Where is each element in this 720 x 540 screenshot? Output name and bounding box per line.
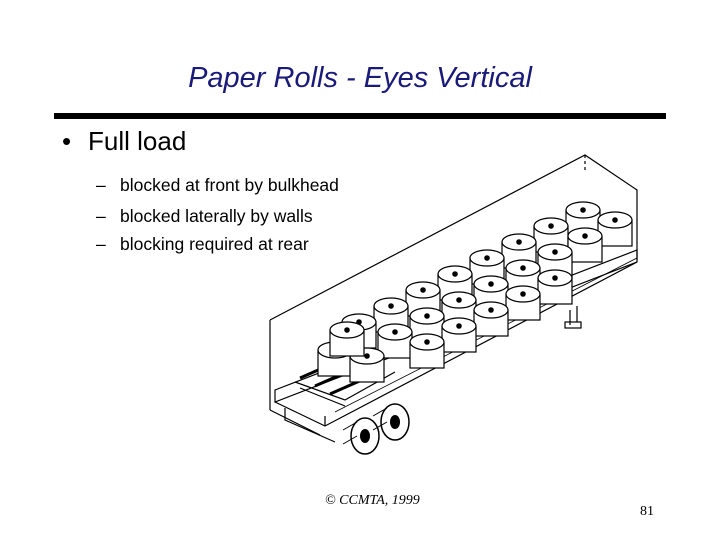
sub-item-text: blocked at front by bulkhead (120, 175, 339, 195)
sub-item-text: blocking required at rear (120, 234, 309, 254)
page-number: 81 (640, 504, 654, 519)
bullet-dot-icon: • (62, 126, 72, 156)
dash-icon: – (96, 234, 106, 254)
title-divider (54, 113, 666, 119)
copyright-notice: © CCMTA, 1999 (325, 493, 420, 508)
slide-title: Paper Rolls - Eyes Vertical (188, 62, 532, 94)
dash-icon: – (96, 206, 106, 226)
bullet-item: • Full load (62, 126, 186, 157)
dash-icon: – (96, 175, 106, 195)
trailer-illustration (269, 154, 638, 455)
bullet-text: Full load (88, 126, 187, 156)
sub-item: –blocked laterally by walls (96, 206, 313, 227)
sub-item: –blocking required at rear (96, 234, 309, 255)
sub-item-text: blocked laterally by walls (120, 206, 313, 226)
sub-item: –blocked at front by bulkhead (96, 175, 339, 196)
